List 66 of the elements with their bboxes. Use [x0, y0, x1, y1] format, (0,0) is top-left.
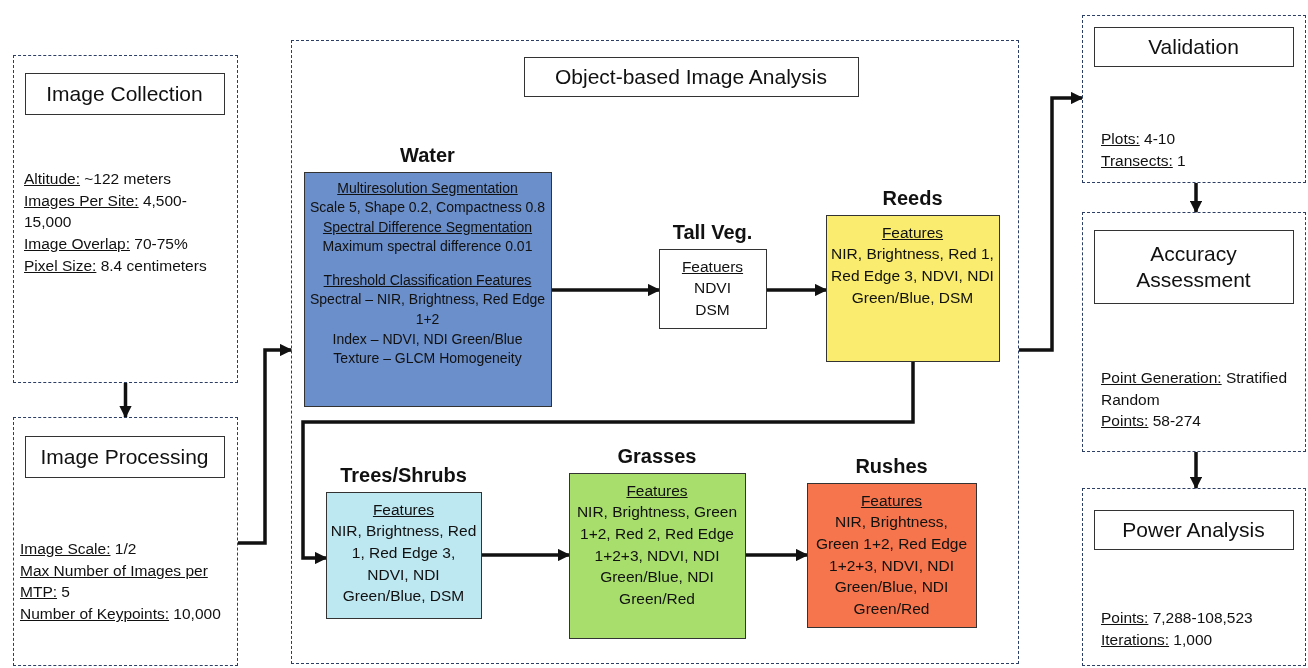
parameter-text: Number of Keypoints: 10,000	[20, 604, 222, 625]
feature-text: Index – NDVI, NDI Green/Blue	[331, 329, 524, 349]
feature-text: Maximum spectral difference 0.01	[321, 237, 534, 257]
step-title-box	[24, 72, 225, 115]
feature-text: NIR, Brightness, Green 1+2, Red Edge 1+2+3, NDVI, NDI Green/Blue, NDI Green/Red	[814, 512, 969, 619]
feature-text: DSM	[694, 299, 731, 320]
step-title: Power Analysis	[1122, 516, 1265, 543]
class-heading: Grasses	[616, 443, 698, 469]
feature-text: NDVI	[692, 278, 732, 299]
step-title-box	[523, 56, 859, 97]
arrow	[1189, 452, 1203, 490]
arrow	[119, 383, 132, 419]
step-title: Validation	[1148, 33, 1239, 60]
parameter-text: Pixel Size: 8.4 centimeters	[24, 255, 208, 276]
dashed-panel	[291, 40, 1019, 664]
feature-text: Featuers	[680, 256, 745, 277]
step-title: Image Collection	[46, 80, 203, 107]
step-title-box	[1093, 26, 1294, 67]
arrow	[767, 283, 828, 297]
class-heading: Water	[399, 142, 456, 168]
parameter-text: Image Overlap: 70-75%	[24, 234, 189, 255]
parameter-text: Points: 7,288-108,523	[1101, 608, 1254, 628]
arrow	[1019, 91, 1084, 352]
arrow	[301, 362, 915, 565]
dashed-panel	[13, 417, 238, 666]
step-title-box	[24, 435, 225, 478]
arrow	[746, 548, 809, 562]
feature-text: Spectral – NIR, Brightness, Red Edge 1+2	[309, 290, 546, 330]
feature-text: Features	[880, 222, 945, 243]
class-heading: Tall Veg.	[671, 219, 754, 245]
feature-text: Threshold Classification Features	[322, 270, 533, 290]
dashed-panel	[1082, 15, 1306, 183]
parameter-text: Plots: 4-10	[1101, 129, 1177, 149]
parameter-text: Altitude: ~122 meters	[24, 169, 172, 189]
dashed-panel	[13, 55, 238, 383]
parameter-text: Points: 58-274	[1101, 411, 1202, 432]
feature-text: Texture – GLCM Homogeneity	[332, 349, 523, 369]
step-title-box	[1093, 229, 1294, 304]
dashed-panel	[1082, 488, 1306, 666]
feature-text: Multiresolution Segmentation	[336, 178, 519, 198]
arrow	[1189, 183, 1203, 214]
feature-text: NIR, Brightness, Red 1, Red Edge 3, NDVI, NDI Green/Blue, DSM	[330, 521, 477, 607]
step-title: Accuracy Assessment	[1135, 241, 1252, 292]
class-heading: Rushes	[854, 453, 929, 479]
step-title: Image Processing	[40, 443, 209, 470]
feature-text: NIR, Brightness, Green 1+2, Red 2, Red Edge 1+2+3, NDVI, NDI Green/Blue, NDI Green/Red	[575, 502, 739, 609]
dashed-panel	[1082, 212, 1306, 452]
feature-text: Spectral Difference Segmentation	[321, 217, 534, 237]
parameter-text: Iterations: 1,000	[1101, 629, 1214, 650]
parameter-text: Image Scale: 1/2	[20, 539, 138, 559]
step-title: Object-based Image Analysis	[555, 63, 827, 90]
feature-text: Scale 5, Shape 0.2, Compactness 0.8	[308, 198, 546, 218]
class-heading: Trees/Shrubs	[339, 462, 468, 488]
feature-text: NIR, Brightness, Red 1, Red Edge 3, NDVI, NDI Green/Blue, DSM	[830, 244, 995, 308]
parameter-text: Images Per Site: 4,500-15,000	[24, 190, 188, 233]
arrow	[482, 548, 571, 562]
parameter-text: Point Generation: Stratified Random	[1101, 368, 1289, 410]
parameter-text: Max Number of Images per MTP: 5	[20, 560, 209, 603]
arrow	[552, 283, 661, 297]
arrow	[238, 343, 293, 545]
class-heading: Reeds	[881, 185, 944, 211]
feature-text: Features	[859, 490, 924, 511]
feature-text: Features	[371, 499, 436, 520]
feature-text: Features	[625, 480, 689, 501]
step-title-box	[1093, 509, 1294, 550]
parameter-text: Transects: 1	[1101, 150, 1187, 171]
